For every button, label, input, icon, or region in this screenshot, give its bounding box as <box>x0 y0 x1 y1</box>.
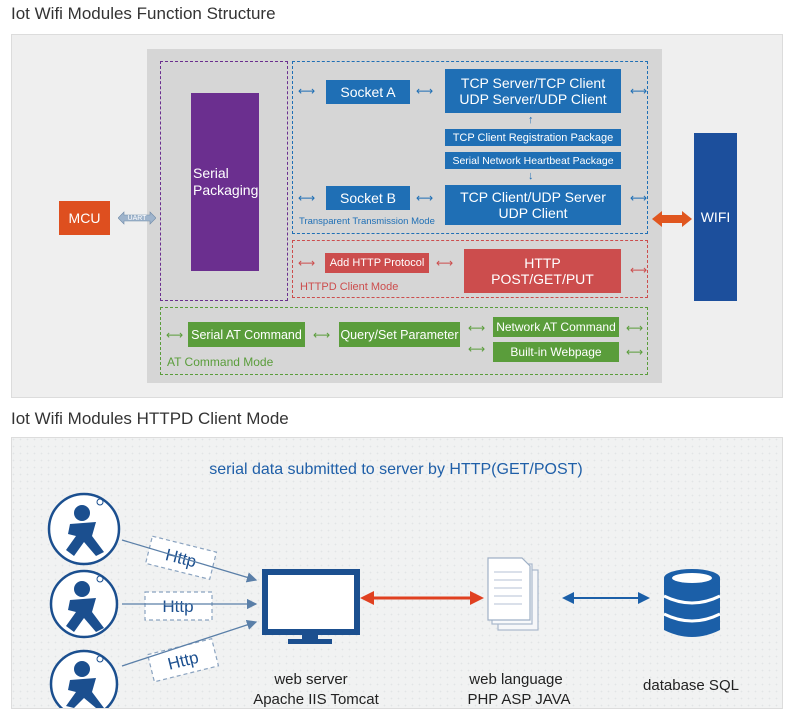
up-arrow-icon: ↑ <box>528 114 534 126</box>
httpd-client-mode-title: Iot Wifi Modules HTTPD Client Mode <box>11 409 289 428</box>
tcp-server-block: TCP Server/TCP Client UDP Server/UDP Cli… <box>445 69 621 113</box>
network-at-command-label: Network AT Command <box>496 320 616 334</box>
headline-text: serial data submitted to server by HTTP(… <box>209 461 582 478</box>
httpd-mode-label: HTTPD Client Mode <box>300 281 399 293</box>
user-icon <box>49 569 119 639</box>
request-arrow <box>121 619 258 667</box>
double-arrow-icon: ⟷ <box>313 328 331 342</box>
double-arrow-icon: ⟷ <box>416 84 434 98</box>
wifi-label: WIFI <box>700 209 731 225</box>
wifi-block: WIFI <box>694 133 737 301</box>
double-arrow-icon: ⟷ <box>468 321 486 335</box>
database-icon <box>663 569 721 637</box>
http-tag: Http <box>146 637 220 683</box>
httpd-client-panel: serial data submitted to server by HTTP(… <box>11 437 783 709</box>
at-mode-label: AT Command Mode <box>167 355 274 369</box>
document-icon <box>487 557 539 631</box>
http-tag: Http <box>144 591 213 621</box>
add-http-protocol-block: Add HTTP Protocol <box>325 253 429 273</box>
serial-packaging-block: Serial Packaging <box>191 93 259 271</box>
built-in-webpage-block: Built-in Webpage <box>493 342 619 362</box>
double-arrow-icon: ⟷ <box>630 263 648 277</box>
socket-a-block: Socket A <box>326 80 410 104</box>
query-set-parameter-label: Query/Set Parameter <box>340 327 459 342</box>
httpd-mode-outline <box>292 240 648 298</box>
at-mode-outline <box>160 307 648 375</box>
tcp-client-line-2: UDP Client <box>498 205 568 221</box>
double-arrow-icon: ⟷ <box>626 345 644 359</box>
socket-b-block: Socket B <box>326 186 410 210</box>
wifi-double-arrow-icon <box>652 210 692 228</box>
double-arrow-icon: ⟷ <box>166 328 184 342</box>
double-arrow-icon: ⟷ <box>436 256 454 270</box>
serial-packaging-line-2: Packaging <box>193 182 259 198</box>
built-in-webpage-label: Built-in Webpage <box>510 345 602 359</box>
socket-b-label: Socket B <box>339 190 397 206</box>
web-language-label: web language <box>468 671 562 688</box>
double-arrow-icon: ⟷ <box>626 321 644 335</box>
function-structure-panel: MCU UART Serial Packaging ⟷ Socket A ⟷ T… <box>11 34 783 398</box>
serial-at-command-block: Serial AT Command <box>188 322 305 347</box>
tcp-client-line-1: TCP Client/UDP Server <box>460 189 606 205</box>
user-icon <box>49 649 119 708</box>
serial-at-command-label: Serial AT Command <box>191 327 302 342</box>
double-arrow-icon: ⟷ <box>298 256 316 270</box>
user-icon <box>47 492 121 566</box>
uart-label: UART <box>127 215 147 222</box>
monitor-icon <box>262 569 360 644</box>
double-arrow-icon: ⟷ <box>630 84 648 98</box>
database-label: database SQL <box>643 677 739 694</box>
registration-package-block: TCP Client Registration Package <box>445 129 621 146</box>
heartbeat-package-label: Serial Network Heartbeat Package <box>452 154 614 167</box>
mcu-block: MCU <box>59 201 110 235</box>
blue-double-arrow-icon <box>562 592 650 604</box>
http-tag-label: Http <box>162 597 193 616</box>
double-arrow-icon: ⟷ <box>468 342 486 356</box>
tcp-client-block: TCP Client/UDP Server UDP Client <box>445 185 621 225</box>
web-server-label: web server <box>273 671 347 688</box>
serial-packaging-outline <box>160 61 288 301</box>
down-arrow-icon: ↓ <box>528 170 534 182</box>
red-double-arrow-icon <box>360 591 484 605</box>
http-line-2: POST/GET/PUT <box>491 271 594 287</box>
http-line-1: HTTP <box>524 255 561 271</box>
query-set-parameter-block: Query/Set Parameter <box>339 322 460 347</box>
httpd-client-diagram: serial data submitted to server by HTTP(… <box>12 438 782 708</box>
mcu-label: MCU <box>68 210 101 226</box>
heartbeat-package-block: Serial Network Heartbeat Package <box>445 152 621 169</box>
function-structure-title: Iot Wifi Modules Function Structure <box>11 4 276 23</box>
request-arrow <box>121 539 258 583</box>
double-arrow-icon: ⟷ <box>630 191 648 205</box>
double-arrow-icon: ⟷ <box>416 191 434 205</box>
http-post-get-put-block: HTTP POST/GET/PUT <box>464 249 621 293</box>
transparent-mode-outline <box>292 61 648 234</box>
double-arrow-icon: ⟷ <box>298 84 316 98</box>
tcp-server-line-1: TCP Server/TCP Client <box>460 75 606 91</box>
registration-package-label: TCP Client Registration Package <box>452 131 614 144</box>
socket-a-label: Socket A <box>340 84 396 100</box>
tcp-server-line-2: UDP Server/UDP Client <box>459 91 607 107</box>
add-http-protocol-label: Add HTTP Protocol <box>329 257 425 269</box>
serial-packaging-line-1: Serial <box>193 165 229 181</box>
double-arrow-icon: ⟷ <box>298 191 316 205</box>
transparent-mode-label: Transparent Transmission Mode <box>299 216 435 227</box>
network-at-command-block: Network AT Command <box>493 317 619 337</box>
